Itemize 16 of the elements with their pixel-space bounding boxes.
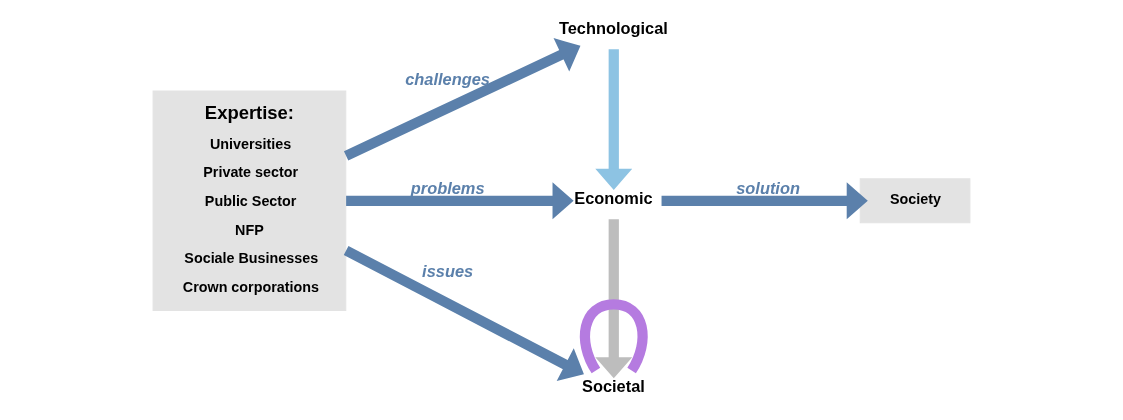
- edge-label: issues: [422, 262, 474, 281]
- arrow: [343, 246, 584, 381]
- connector: [579, 299, 648, 374]
- node-box: Expertise: Universities Private sector Public Sector NFP Sociale Businesses Crown corporations: [152, 90, 347, 311]
- arrow: [595, 219, 633, 379]
- node-box: Society: [859, 178, 971, 224]
- edge-label: problems: [410, 179, 485, 198]
- arrow: [595, 49, 633, 190]
- arrow: [346, 182, 574, 220]
- arrow: [661, 182, 868, 220]
- node-text: Societal: [582, 377, 645, 396]
- node-text: Technological: [558, 18, 668, 37]
- edge-label: solution: [736, 179, 800, 198]
- edge-label: challenges: [405, 69, 490, 88]
- arrow: [343, 38, 581, 161]
- node-text: Economic: [574, 188, 653, 207]
